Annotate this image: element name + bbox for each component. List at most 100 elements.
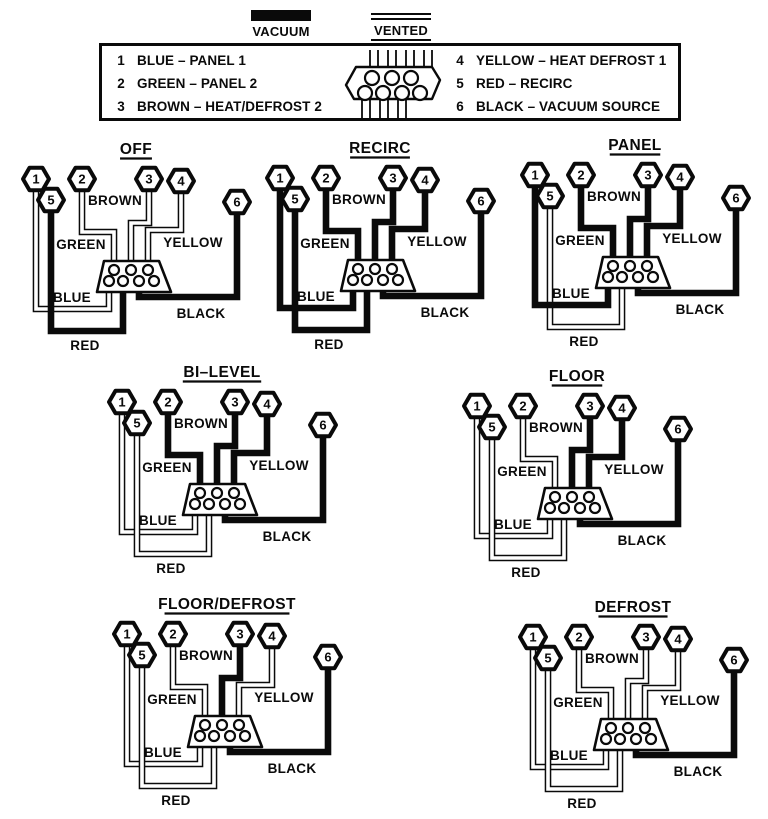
connector-bottom-port-1 (599, 732, 613, 746)
wire-blue-vacuum (276, 190, 357, 312)
wire-label-blue: BLUE (494, 517, 532, 532)
hex-port-number: 2 (169, 627, 176, 642)
connector-top-port-2 (124, 263, 138, 277)
wire-yellow-vented (144, 193, 185, 268)
wire-green-vented (519, 418, 559, 495)
hex-port-number: 3 (389, 171, 396, 186)
hex-port-6: 6 (222, 188, 252, 216)
wire-label-yellow: YELLOW (407, 234, 467, 249)
connector-bottom-port-2 (360, 273, 374, 287)
vacuum-solid-bar-icon (251, 10, 311, 21)
hex-port-number: 1 (473, 399, 480, 414)
legend-item: 1 BLUE – PANEL 1 (115, 49, 322, 72)
vented-line-icon (371, 13, 431, 15)
connector-bottom-port-2 (615, 270, 629, 284)
wire-yellow-vacuum (585, 420, 626, 495)
wire-label-yellow: YELLOW (249, 458, 309, 473)
hex-port-number: 3 (586, 399, 593, 414)
legend-item-number: 6 (456, 99, 464, 114)
hex-port-4: 4 (166, 167, 196, 195)
hex-port-number: 2 (519, 399, 526, 414)
hex-port-4: 4 (257, 622, 287, 650)
vented-symbol-label: VENTED (371, 23, 431, 41)
legend-item-text: YELLOW – HEAT DEFROST 1 (476, 53, 667, 68)
hex-port-2: 2 (158, 620, 188, 648)
hex-port-number: 4 (618, 401, 626, 416)
mode-title-recirc: RECIRC (349, 140, 411, 157)
connector-bottom-port-4 (238, 729, 252, 743)
legend-left-column: 1 BLUE – PANEL 1 2 GREEN – PANEL 2 3 BRO… (115, 49, 322, 118)
connector-bottom-port-2 (116, 274, 130, 288)
hex-port-4: 4 (410, 166, 440, 194)
wire-blue-vacuum (531, 187, 612, 309)
hex-port-number: 6 (319, 418, 326, 433)
connector-top-port-2 (210, 486, 224, 500)
connector-top-port-2 (215, 718, 229, 732)
wire-label-blue: BLUE (139, 513, 177, 528)
wire-label-black: BLACK (421, 305, 470, 320)
wire-yellow-vacuum (643, 189, 684, 264)
mode-title-floor: FLOOR (549, 368, 605, 385)
vented-symbol-key: VENTED (371, 10, 431, 41)
wire-label-brown: BROWN (179, 648, 233, 663)
hex-port-number: 4 (268, 629, 276, 644)
mode-title-floor-defrost: FLOOR/DEFROST (158, 596, 296, 613)
wire-yellow-vented (235, 648, 276, 723)
hex-port-2: 2 (508, 392, 538, 420)
connector-bottom-port-2 (207, 729, 221, 743)
hex-port-number: 3 (231, 395, 238, 410)
hex-port-number: 3 (145, 172, 152, 187)
hex-port-number: 1 (32, 172, 39, 187)
wire-label-yellow: YELLOW (163, 235, 223, 250)
hex-port-4: 4 (665, 163, 695, 191)
connector-top-port-2 (623, 259, 637, 273)
connector-bottom-port-3 (132, 274, 146, 288)
wire-red-vacuum (47, 212, 127, 335)
hex-port-number: 1 (123, 627, 130, 642)
connector-top-port-3 (582, 490, 596, 504)
hex-port-number: 6 (233, 195, 240, 210)
wire-brown-vacuum (371, 190, 397, 267)
wire-label-green: GREEN (300, 236, 350, 251)
legend-item-number: 2 (117, 76, 125, 91)
wire-blue-vented (118, 414, 199, 536)
hex-port-2: 2 (311, 164, 341, 192)
hex-port-1: 1 (112, 620, 142, 648)
legend-item: 3 BROWN – HEAT/DEFROST 2 (115, 95, 322, 118)
wire-label-brown: BROWN (88, 193, 142, 208)
hex-port-number: 4 (676, 170, 684, 185)
hex-port-number: 2 (577, 168, 584, 183)
wire-label-blue: BLUE (550, 748, 588, 763)
connector-bottom-port-2 (557, 501, 571, 515)
legend-item: 5 RED – RECIRC (454, 72, 666, 95)
hex-port-number: 4 (263, 397, 271, 412)
hex-port-1: 1 (520, 161, 550, 189)
hex-port-1: 1 (462, 392, 492, 420)
wire-label-green: GREEN (553, 695, 603, 710)
hex-port-2: 2 (153, 388, 183, 416)
hex-port-number: 5 (488, 420, 495, 435)
connector-top-port-1 (193, 486, 207, 500)
connector-bottom-port-3 (573, 501, 587, 515)
wire-green-vented (169, 646, 209, 723)
hex-port-number: 5 (133, 416, 140, 431)
hex-port-4: 4 (663, 625, 693, 653)
hex-port-number: 4 (177, 174, 185, 189)
wire-label-green: GREEN (497, 464, 547, 479)
connector-top-port-2 (621, 721, 635, 735)
connector-bottom-port-3 (218, 497, 232, 511)
wire-label-green: GREEN (56, 237, 106, 252)
wire-brown-vacuum (568, 418, 594, 495)
hex-port-3: 3 (633, 161, 663, 189)
hex-port-number: 5 (47, 193, 54, 208)
wire-yellow-vented (641, 651, 682, 726)
mode-title-defrost: DEFROST (595, 599, 672, 616)
hex-port-5: 5 (477, 413, 507, 441)
hex-port-number: 4 (674, 632, 682, 647)
hex-port-number: 2 (322, 171, 329, 186)
connector-bottom-port-4 (391, 273, 405, 287)
wire-label-red: RED (70, 338, 99, 353)
connector-bottom-port-1 (543, 501, 557, 515)
